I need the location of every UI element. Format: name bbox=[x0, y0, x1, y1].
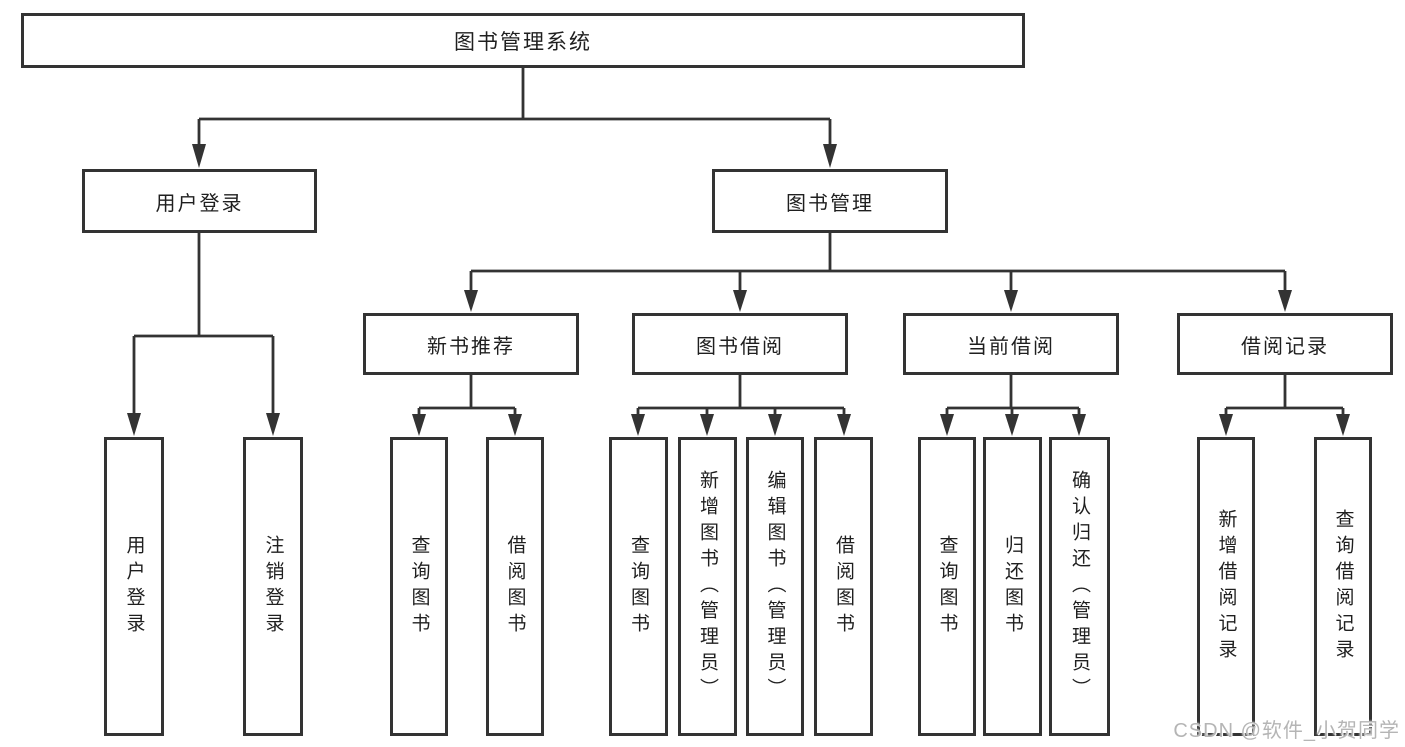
leaf-query-borrow-record-label: 查询借阅记录 bbox=[1332, 508, 1354, 665]
leaf-logout-label: 注销登录 bbox=[262, 534, 284, 639]
leaf-query-books-recommend-label: 查询图书 bbox=[408, 534, 430, 639]
leaf-logout: 注销登录 bbox=[243, 437, 303, 736]
leaf-confirm-return-admin: 确认归还（管理员） bbox=[1049, 437, 1110, 736]
node-borrowing-records: 借阅记录 bbox=[1177, 313, 1393, 375]
leaf-edit-book-admin: 编辑图书（管理员） bbox=[746, 437, 804, 736]
leaf-borrow-books-recommend-label: 借阅图书 bbox=[504, 534, 526, 639]
leaf-query-books-current: 查询图书 bbox=[918, 437, 976, 736]
node-root: 图书管理系统 bbox=[21, 13, 1025, 68]
node-user-login: 用户登录 bbox=[82, 169, 317, 233]
leaf-borrow-books-borrowing: 借阅图书 bbox=[814, 437, 873, 736]
node-current-borrowing: 当前借阅 bbox=[903, 313, 1119, 375]
leaf-add-book-admin-label: 新增图书（管理员） bbox=[697, 469, 718, 704]
leaf-confirm-return-admin-label: 确认归还（管理员） bbox=[1069, 469, 1090, 704]
leaf-query-books-borrowing: 查询图书 bbox=[609, 437, 668, 736]
node-borrowing-records-label: 借阅记录 bbox=[1241, 335, 1329, 358]
node-book-borrowing: 图书借阅 bbox=[632, 313, 848, 375]
leaf-add-borrow-record-label: 新增借阅记录 bbox=[1215, 508, 1237, 665]
node-book-borrowing-label: 图书借阅 bbox=[696, 335, 784, 358]
leaf-query-books-borrowing-label: 查询图书 bbox=[628, 534, 649, 639]
leaf-return-books-label: 归还图书 bbox=[1002, 534, 1023, 639]
watermark: CSDN @软件_小贺同学 bbox=[1173, 720, 1400, 742]
leaf-add-borrow-record: 新增借阅记录 bbox=[1197, 437, 1255, 736]
leaf-return-books: 归还图书 bbox=[983, 437, 1042, 736]
node-book-management-label: 图书管理 bbox=[786, 192, 874, 215]
node-new-book-recommend: 新书推荐 bbox=[363, 313, 579, 375]
node-user-login-label: 用户登录 bbox=[155, 192, 244, 215]
leaf-query-books-recommend: 查询图书 bbox=[390, 437, 448, 736]
leaf-edit-book-admin-label: 编辑图书（管理员） bbox=[764, 469, 786, 704]
node-new-book-recommend-label: 新书推荐 bbox=[427, 335, 515, 358]
leaf-user-login-label: 用户登录 bbox=[123, 534, 145, 639]
node-book-management: 图书管理 bbox=[712, 169, 948, 233]
leaf-query-books-current-label: 查询图书 bbox=[936, 534, 958, 639]
leaf-borrow-books-recommend: 借阅图书 bbox=[486, 437, 544, 736]
node-root-label: 图书管理系统 bbox=[454, 30, 592, 54]
leaf-add-book-admin: 新增图书（管理员） bbox=[678, 437, 737, 736]
node-current-borrowing-label: 当前借阅 bbox=[967, 335, 1055, 358]
leaf-user-login: 用户登录 bbox=[104, 437, 164, 736]
leaf-borrow-books-borrowing-label: 借阅图书 bbox=[833, 534, 854, 639]
leaf-query-borrow-record: 查询借阅记录 bbox=[1314, 437, 1372, 736]
